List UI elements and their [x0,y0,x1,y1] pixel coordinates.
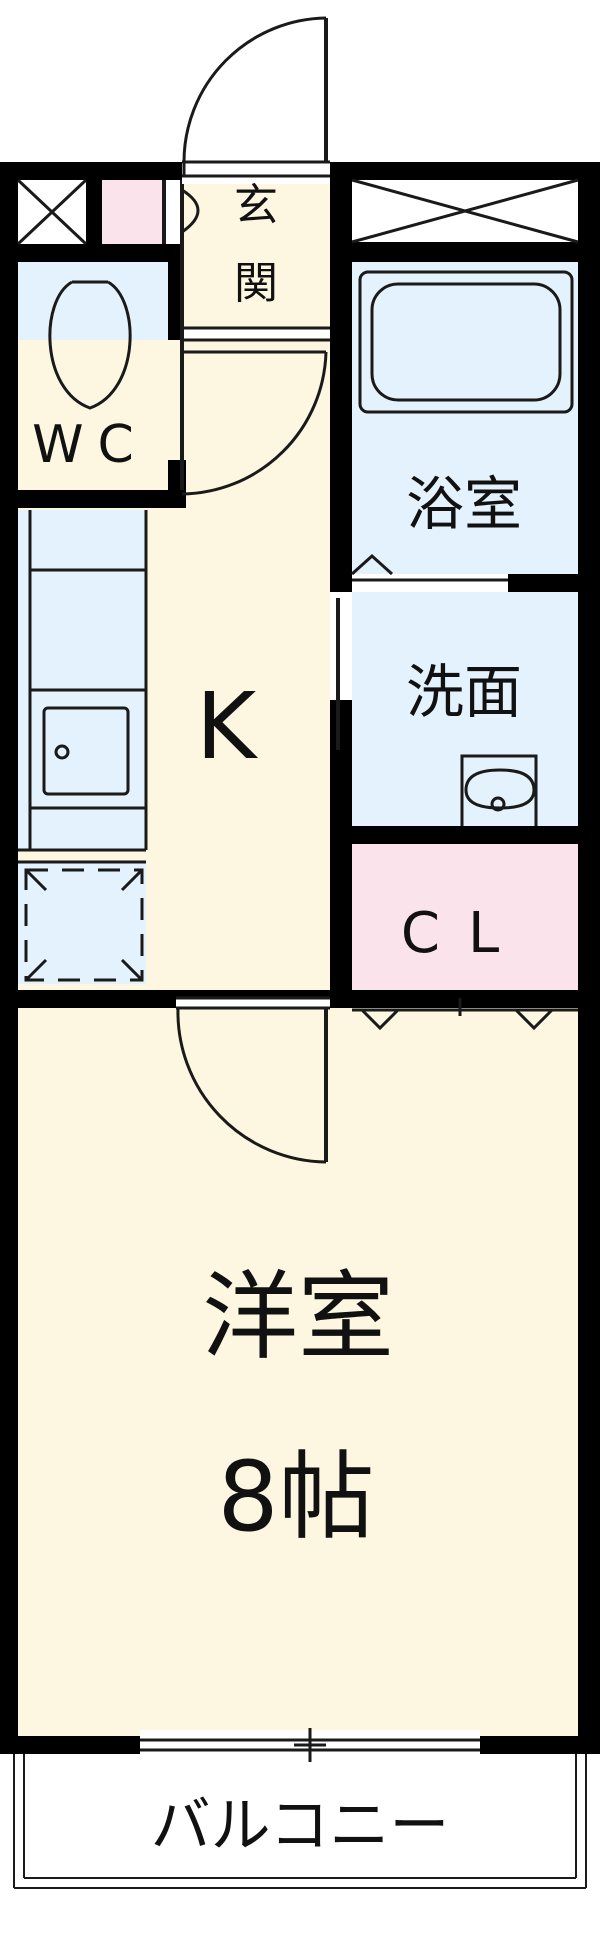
bath-door-marker [350,553,394,576]
wall-storage-right-bottom [330,242,600,262]
wall-storage-bottom-left [18,244,182,262]
shoe-cabinet [102,180,164,244]
laundry-pan-corners [24,868,144,982]
room-door-swing [176,1007,327,1164]
storage-box-left-cross [16,178,88,246]
bath-label: 浴室 [406,470,522,538]
wall-top-left [0,162,182,180]
closet-door-marker-left [360,1008,400,1031]
wall-kitchen-bottom-mid [176,990,330,998]
western-room-label: 洋室 [202,1261,394,1373]
closet-door-marker-right [514,1008,554,1031]
toilet-bowl [48,280,132,410]
wall-storage-left-divider [86,180,102,244]
entrance-floor [182,180,330,328]
walls [0,162,600,1754]
wall-wet-left-lower [330,700,352,844]
wall-wc-right [168,244,182,340]
storage-box-right-cross [351,178,579,244]
kitchen-counter [18,510,146,850]
wall-right [578,162,600,1754]
doors [176,16,330,1164]
bathtub-outer [358,270,574,414]
western-room-size: 8帖 [217,1441,374,1553]
washbasin-bowl [464,768,536,810]
entrance-label-top: 玄 [234,180,278,231]
laundry-pan [24,868,144,982]
room-labels: 玄 関 WC 浴室 洗面 K CL 洋室 8帖 バルコニー [32,180,527,1861]
kitchen-label: K [196,673,259,780]
wall-wc-bottom [18,490,186,508]
wall-wet-left [330,162,352,592]
washbasin-drain [490,796,506,812]
wall-left [0,162,18,1754]
bathtub-inner [370,282,562,402]
fixtures [16,178,579,1031]
balcony-label: バルコニー [151,1791,450,1861]
wall-kitchen-bottom-right [330,990,600,1008]
western-room-floor [18,1008,578,1736]
balcony [13,1728,587,1889]
wall-washroom-bottom [330,826,600,844]
closet-label: CL [401,901,527,966]
washbasin [460,754,538,826]
wall-kitchen-bottom-left [0,990,176,1008]
washroom-label: 洗面 [406,658,522,726]
entrance-label-bottom: 関 [234,258,278,309]
kitchen-sink [42,706,130,796]
wall-closet-left [330,844,352,1008]
closet-floor [352,844,578,990]
bath-floor [352,262,578,574]
wall-bath-bottom [508,574,578,592]
kitchen-sink-drain [54,744,70,760]
shoe-cabinet-hinge [181,188,200,234]
front-door-swing [182,16,327,163]
wall-top-right [330,162,600,180]
wc-label: WC [32,415,148,475]
wc-door-swing [181,351,328,496]
